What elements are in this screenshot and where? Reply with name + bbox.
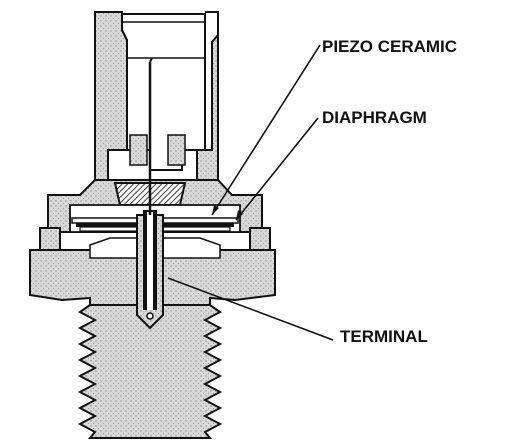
label-diaphragm: DIAPHRAGM <box>322 108 427 127</box>
label-piezo-ceramic: PIEZO CERAMIC <box>322 37 457 56</box>
connector-housing <box>94 11 219 181</box>
callout-leaders <box>167 44 334 341</box>
label-terminal: TERMINAL <box>340 327 428 346</box>
threaded-stud <box>77 304 223 439</box>
terminal-pin <box>136 57 164 330</box>
